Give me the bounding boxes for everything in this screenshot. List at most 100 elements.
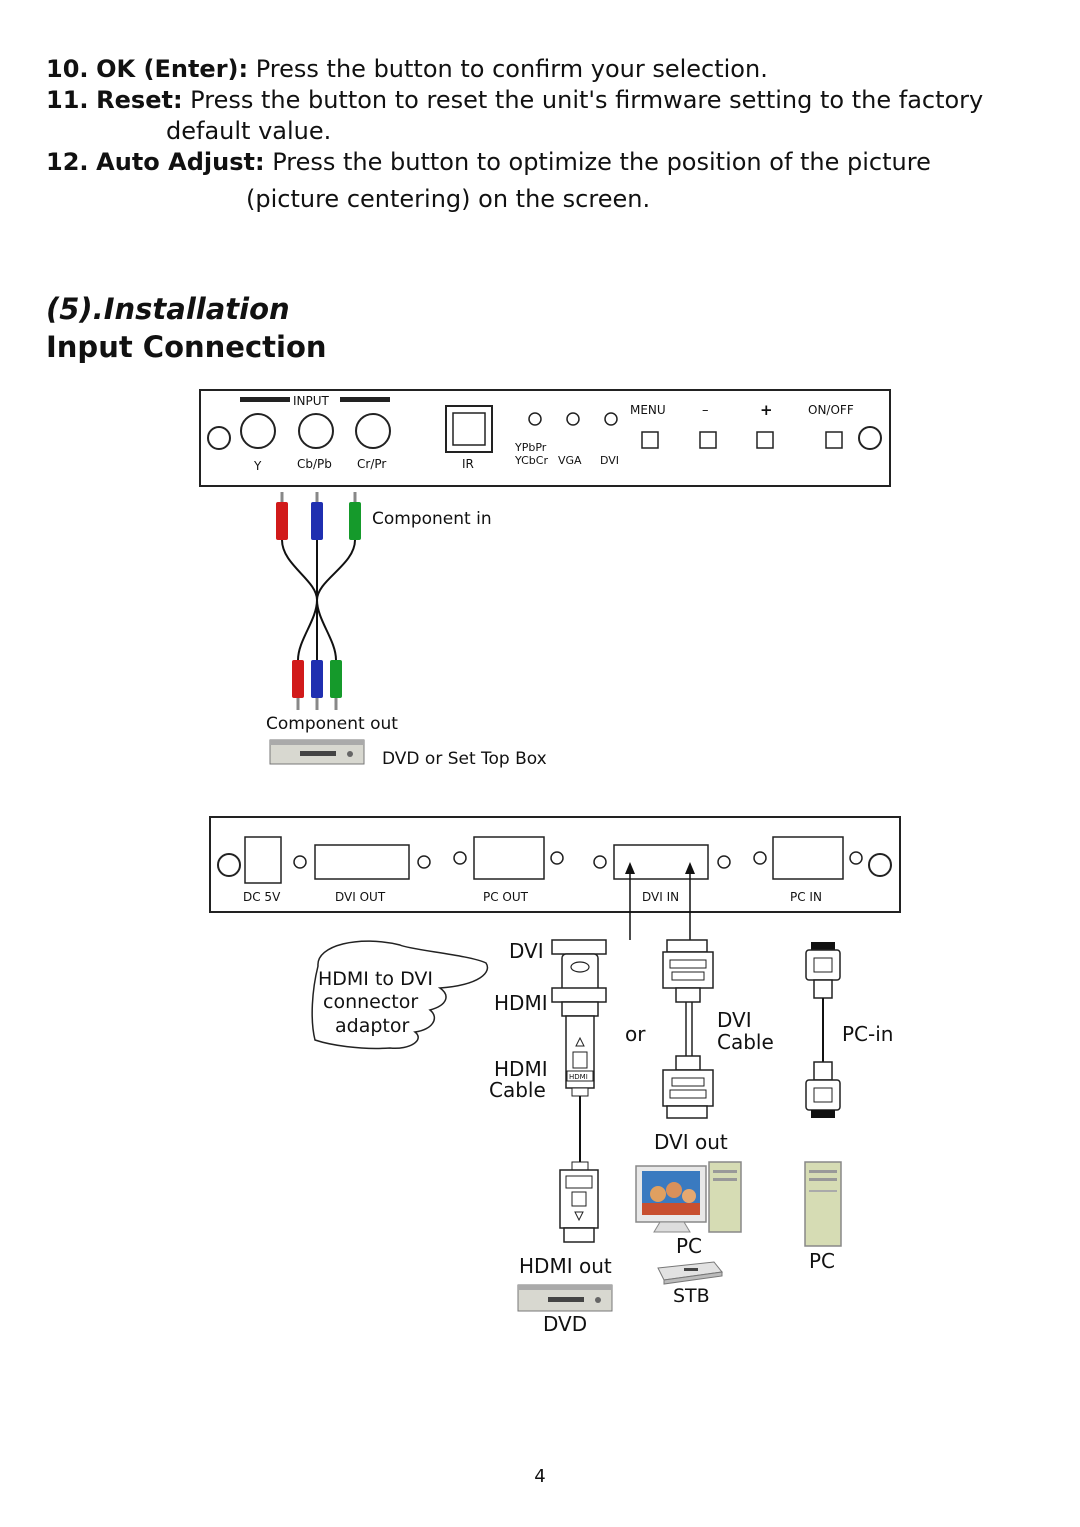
- led-label-vga: VGA: [558, 454, 582, 467]
- dvd-player-image: [269, 739, 365, 765]
- plus-button[interactable]: [756, 431, 774, 449]
- dvi-in-port[interactable]: [613, 844, 709, 880]
- list-item-10: 10. OK (Enter): Press the button to conf…: [46, 54, 768, 85]
- minus-label: –: [702, 403, 709, 418]
- pc-label-1: PC: [676, 1234, 702, 1258]
- input-group-label: INPUT: [293, 394, 330, 408]
- screw-hole: [217, 853, 241, 877]
- item-text: Press the button to reset the unit's fir…: [182, 86, 984, 114]
- vga-cable-bottom-plug: [805, 1061, 841, 1118]
- cr-pr-jack[interactable]: [355, 413, 391, 449]
- led-label-ypbpr: YPbPr: [514, 441, 547, 454]
- stb-image: [657, 1261, 723, 1285]
- screw-hole: [753, 851, 767, 865]
- port-label-dvi-in: DVI IN: [642, 890, 679, 904]
- port-label-dc-5v: DC 5V: [243, 890, 281, 904]
- led-label-dvi: DVI: [600, 454, 619, 467]
- screw-hole: [453, 851, 467, 865]
- dvi-cable-label-1: DVI: [717, 1008, 752, 1032]
- dvi-cable-top-plug: [662, 939, 714, 1003]
- input-bar-right: [340, 397, 390, 402]
- dvi-out-port[interactable]: [314, 844, 410, 880]
- arrow-icon: [685, 862, 695, 940]
- hdmi-cable-bottom-plug: [559, 1161, 599, 1243]
- menu-button[interactable]: [641, 431, 659, 449]
- vga-cable-top-plug: [805, 942, 841, 999]
- ir-window: [445, 405, 493, 453]
- dvi-label: DVI: [509, 939, 544, 963]
- item-continuation: (picture centering) on the screen.: [246, 185, 651, 213]
- led-dvi: [604, 412, 618, 426]
- input-bar-left: [240, 397, 290, 402]
- component-cable: [276, 492, 361, 710]
- page-number: 4: [534, 1466, 546, 1487]
- screw-hole: [717, 855, 731, 869]
- port-label-y: Y: [253, 459, 262, 473]
- item-number: 12.: [46, 148, 89, 176]
- list-item-12: 12. Auto Adjust: Press the button to opt…: [46, 147, 931, 178]
- hdmi-label: HDMI: [494, 991, 548, 1015]
- cb-pb-jack[interactable]: [298, 413, 334, 449]
- screw-hole: [849, 851, 863, 865]
- or-label: or: [625, 1022, 646, 1046]
- bottom-panel: [209, 816, 901, 913]
- pc-label-2: PC: [809, 1249, 835, 1273]
- item-term: Reset:: [96, 86, 183, 114]
- pc-out-port[interactable]: [473, 836, 545, 880]
- item-number: 11.: [46, 86, 89, 114]
- screw-hole: [593, 855, 607, 869]
- pc-in-port[interactable]: [772, 836, 844, 880]
- item-term: Auto Adjust:: [96, 148, 265, 176]
- component-in-label: Component in: [372, 509, 492, 529]
- dvi-cable-bottom-plug: [662, 1055, 714, 1119]
- list-item-11: 11. Reset: Press the button to reset the…: [46, 85, 983, 116]
- callout-line-2: connector: [323, 991, 418, 1013]
- screw-hole: [550, 851, 564, 865]
- dvi-cable-label-2: Cable: [717, 1030, 774, 1054]
- item-text: Press the button to confirm your selecti…: [248, 55, 768, 83]
- screw-hole: [417, 855, 431, 869]
- item-continuation: default value.: [166, 117, 332, 145]
- port-label-cb-pb: Cb/Pb: [297, 457, 332, 471]
- dc-5v-port[interactable]: [244, 836, 282, 884]
- led-label-ycbcr: YCbCr: [514, 454, 548, 467]
- component-out-label: Component out: [266, 714, 398, 734]
- y-jack[interactable]: [240, 413, 276, 449]
- stb-label: STB: [673, 1285, 710, 1307]
- ir-label: IR: [462, 457, 474, 471]
- port-label-dvi-out: DVI OUT: [335, 890, 386, 904]
- onoff-button[interactable]: [825, 431, 843, 449]
- pc-in-label: PC-in: [842, 1022, 893, 1046]
- pc-monitor-image: [635, 1161, 742, 1233]
- pc-tower-image: [804, 1161, 842, 1247]
- callout-hand: [311, 940, 489, 1050]
- dvd-label: DVD: [543, 1312, 587, 1336]
- hdmi-plug-tag: HDMI: [569, 1073, 588, 1081]
- hdmi-cable-top-plug: HDMI: [565, 1015, 595, 1097]
- callout-line-3: adaptor: [335, 1015, 409, 1037]
- hdmi-cable-label-1: HDMI: [494, 1057, 548, 1081]
- arrow-icon: [625, 862, 635, 940]
- port-label-pc-in: PC IN: [790, 890, 822, 904]
- callout-line-1: HDMI to DVI: [318, 968, 433, 990]
- led-ypbpr: [528, 412, 542, 426]
- hdmi-cable-label-2: Cable: [489, 1078, 546, 1102]
- port-label-pc-out: PC OUT: [483, 890, 529, 904]
- item-text: Press the button to optimize the positio…: [264, 148, 931, 176]
- port-label-cr-pr: Cr/Pr: [357, 457, 386, 471]
- minus-button[interactable]: [699, 431, 717, 449]
- top-panel: [199, 389, 891, 487]
- hdmi-out-label: HDMI out: [519, 1254, 612, 1278]
- screw-hole: [293, 855, 307, 869]
- screw-hole: [207, 426, 231, 450]
- screw-hole: [868, 853, 892, 877]
- led-vga: [566, 412, 580, 426]
- onoff-label: ON/OFF: [808, 403, 854, 417]
- plus-label: +: [760, 401, 773, 419]
- ir-window-inner: [452, 412, 486, 446]
- screw-hole: [858, 426, 882, 450]
- section-heading: (5).Installation: [46, 292, 290, 326]
- dvd-player-image: [517, 1284, 613, 1312]
- menu-label: MENU: [630, 403, 666, 417]
